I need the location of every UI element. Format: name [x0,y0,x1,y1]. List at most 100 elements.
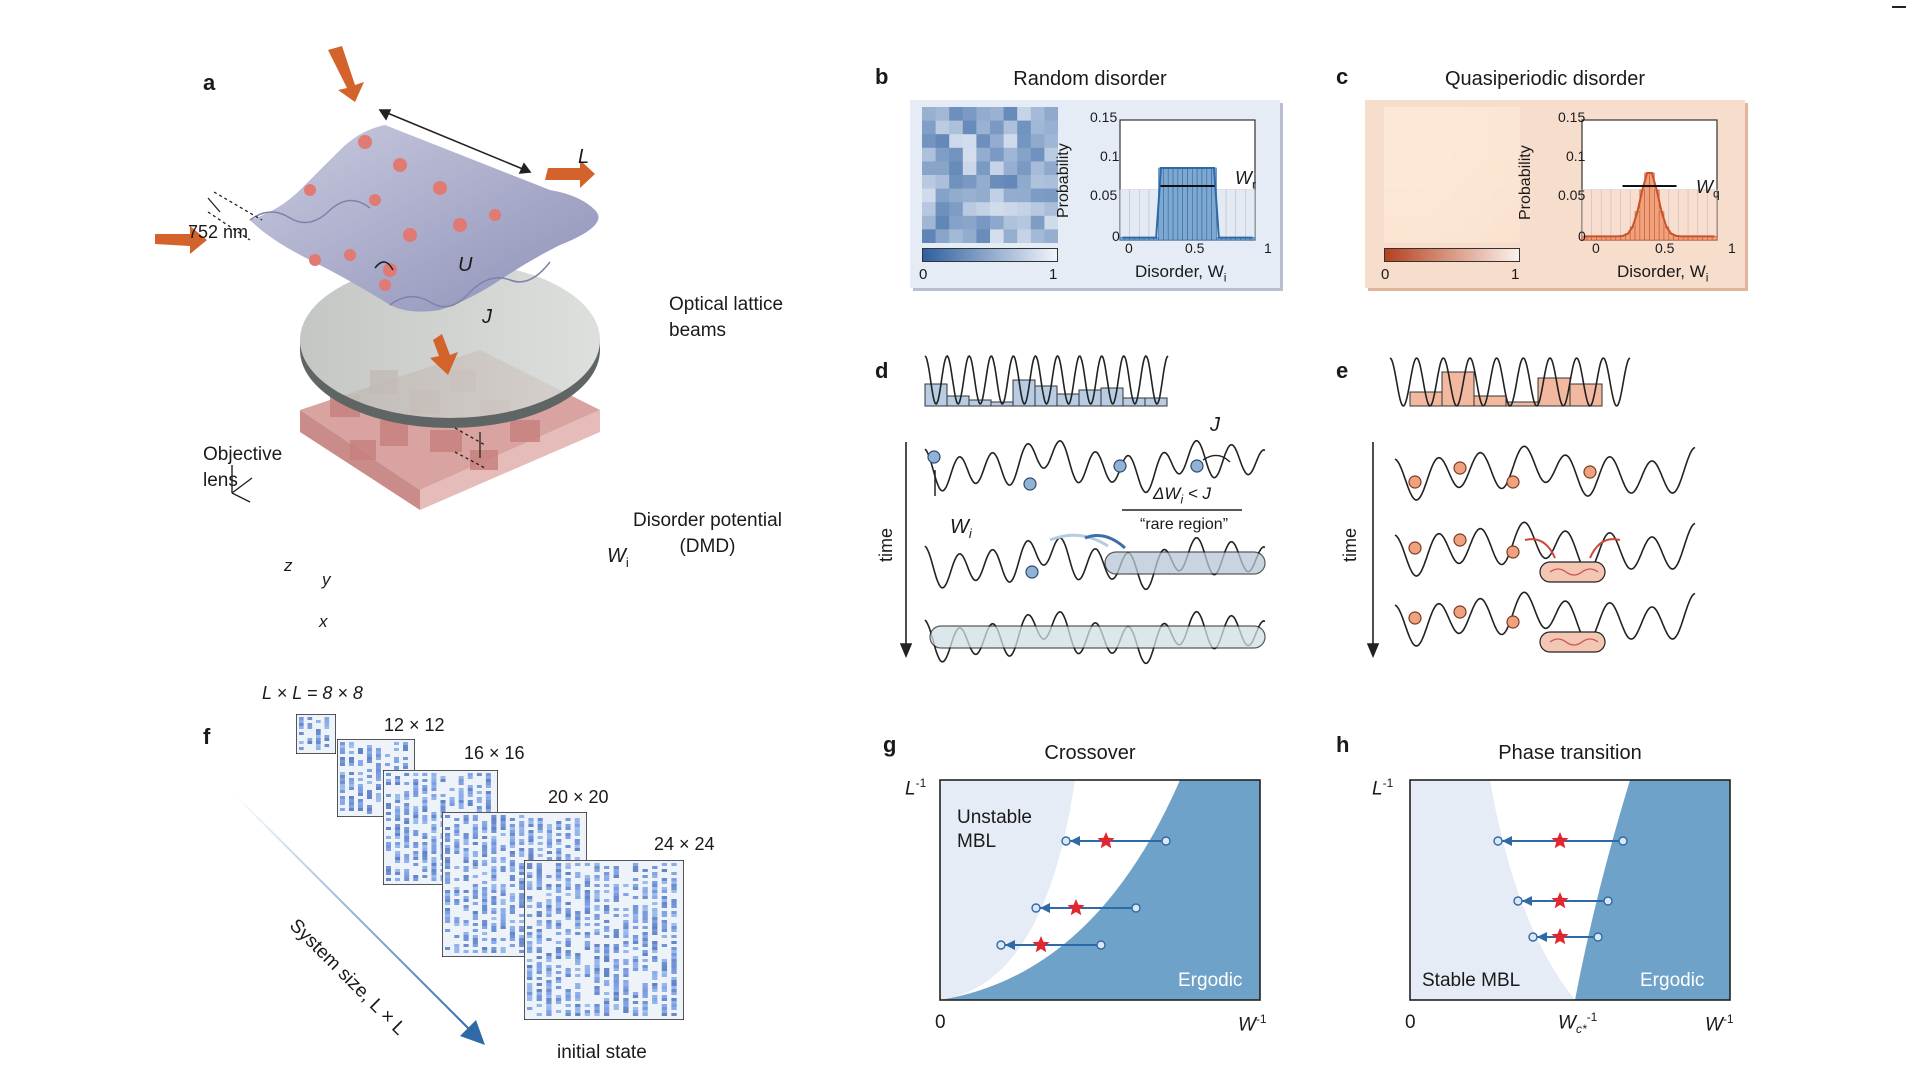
atom-pixel [472,863,478,866]
atom-pixel [565,857,571,860]
flow-head [1070,836,1080,846]
atom-pixel [445,929,451,932]
heatmap-b-cell [1017,215,1032,230]
atom-pixel [536,965,542,968]
atom-pixel [519,896,525,899]
atom-pixel [575,890,581,893]
atom-pixel [546,887,552,890]
atom-pixel [623,944,629,947]
heatmap-b-cell [976,188,991,203]
hist-b-bin [1167,167,1174,241]
atom-pixel [584,932,591,935]
hist-b-bin [1201,167,1208,241]
flow-end [1131,903,1141,913]
atom-pixel [632,920,639,923]
heatmap-c-cell [1438,134,1453,149]
atom-pixel [575,872,581,875]
Wi-height-marker [454,427,486,469]
atom-pixel [476,800,482,803]
atom-pixel [491,890,497,893]
atom-pixel [671,956,677,959]
atom-pixel [671,863,677,866]
heatmap-b-cell [922,202,937,217]
heatmap-c-cell [1465,147,1480,162]
atom-pixel [642,938,648,941]
atom-pixel [422,860,428,863]
atom-pixel [413,779,419,782]
atom-pixel [376,793,381,796]
atom-pixel [661,962,668,965]
atom-pixel [546,908,552,911]
heatmap-b-cell [1017,175,1032,190]
atom-pixel [376,754,381,757]
atom-pixel [546,857,553,860]
panel-b-ytick-0: 0 [1112,228,1120,244]
atom-pixel [536,962,542,965]
atom-pixel [623,893,629,896]
heatmap-c-cell [1452,161,1467,176]
atom-pixel [445,836,451,839]
atom-pixel [349,772,354,775]
atom-pixel [642,953,648,956]
atom-pixel [431,860,437,863]
hist-b-bin [1187,167,1193,241]
atom-pixel [394,760,399,763]
atom-pixel [536,878,542,881]
atom-pixel [623,968,629,971]
atom-pixel [340,781,345,784]
heatmap-c-cell [1452,229,1467,243]
atom-pixel [349,757,354,760]
atom-pixel [546,1001,552,1004]
flow-start [996,940,1006,950]
atom-pixel [476,797,482,800]
atom-pixel [431,824,437,827]
heatmap-b-cell [935,229,950,243]
atom-pixel [565,956,571,959]
atom-pixel [367,775,372,778]
size-12: 12 × 12 [384,715,445,735]
atom-pixel [652,890,658,893]
atom-pixel [509,869,515,872]
atom-pixel [613,989,619,992]
atom-pixel [519,935,525,938]
atom-pixel [604,968,610,971]
atom-pixel [367,757,372,760]
atom-pixel [546,992,552,995]
atom-pixel [358,805,363,808]
heatmap-c-cell [1438,215,1453,230]
atom-pixel [500,818,506,821]
atom-pixel [519,824,525,827]
atom-pixel [594,965,600,968]
atom-pixel [555,905,562,908]
atom-pixel [652,866,658,869]
atom-pixel [584,944,591,947]
atom-pixel [472,833,478,836]
atom-pixel [632,938,639,941]
atom-pixel [395,827,401,830]
atom-pixel [509,824,515,827]
heatmap-b-cell [1044,134,1058,149]
heatmap-b-cell [935,120,950,135]
atom-pixel [527,941,533,944]
atom-pixel [386,845,391,848]
atom-pixel [594,974,600,977]
atom-pixel [367,781,372,784]
atom-pixel [431,785,437,788]
atom-pixel [509,836,515,839]
panel-a-L-label: L [578,146,590,168]
atom-pixel [491,929,497,932]
hist-b-bin [1172,167,1179,241]
atom-pixel [555,950,562,953]
atom-pixel [565,878,571,881]
atom-pixel [454,890,460,893]
panel-h-ergodic-label: Ergodic [1640,970,1705,991]
atom-pixel [395,836,401,839]
atom-pixel [623,959,629,962]
atom-pixel [358,784,363,787]
atom-pixel [485,773,491,776]
atom-pixel [324,738,330,741]
atom-pixel [358,760,363,763]
atom-pixel [519,941,525,944]
atom-pixel [458,800,464,803]
atom-pixel [340,742,345,745]
